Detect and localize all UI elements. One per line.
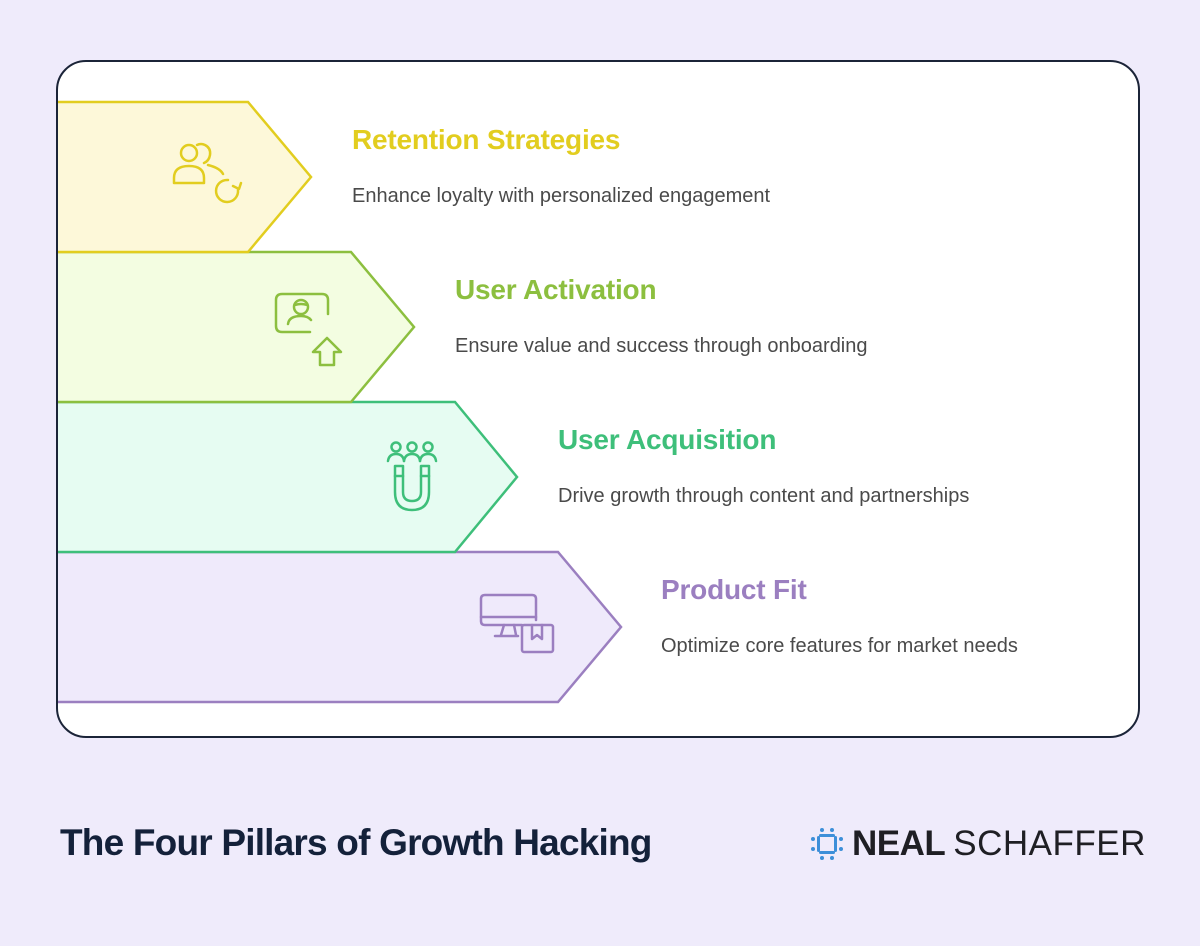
pillar-desc-retention: Enhance loyalty with personalized engage… [352,185,771,207]
brand-name-light: SCHAFFER [953,824,1146,863]
page-title: The Four Pillars of Growth Hacking [60,822,652,863]
pillar-title-activation: User Activation [455,274,657,305]
monitor-box-icon [479,593,555,654]
pillar-title-retention: Retention Strategies [352,124,621,155]
brand-name-bold: NEAL [852,824,946,863]
pillar-arrows [58,100,623,704]
users-refresh-icon [172,142,243,204]
profile-upload-icon [274,292,343,367]
diagram-card: Retention Strategies Enhance loyalty wit… [56,60,1140,738]
pillar-arrow-retention [58,100,313,254]
pillar-desc-activation: Ensure value and success through onboard… [455,335,868,357]
pillar-arrow-product-fit [58,550,623,704]
pillar-desc-product-fit: Optimize core features for market needs [661,635,1018,657]
users-magnet-icon [386,441,438,512]
pillar-arrow-user-activation [58,250,416,404]
pillar-title-acquisition: User Acquisition [558,424,777,455]
pillar-title-product-fit: Product Fit [661,574,807,605]
chip-logo-icon [811,828,843,860]
pillar-arrow-user-acquisition [58,400,519,554]
brand-logo: NEAL SCHAFFER [810,824,1146,864]
pillar-desc-acquisition: Drive growth through content and partner… [558,485,970,507]
